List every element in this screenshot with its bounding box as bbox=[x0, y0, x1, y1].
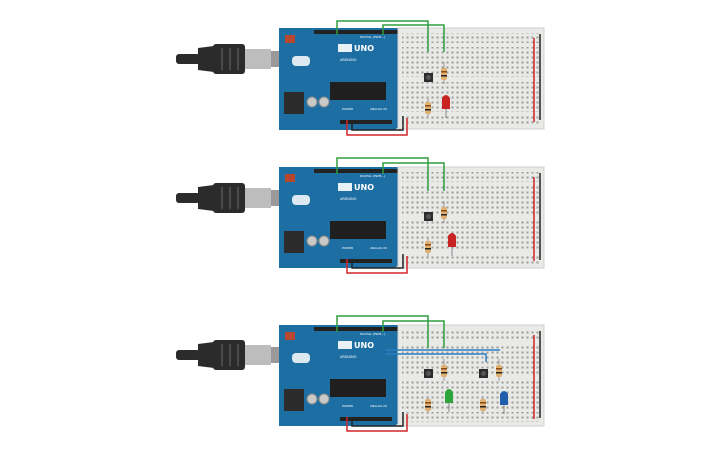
header-power-label: POWER bbox=[342, 107, 353, 111]
breadboard[interactable] bbox=[397, 27, 545, 130]
header-power-label: POWER bbox=[342, 246, 353, 250]
header-analog-label: ANALOG IN bbox=[370, 107, 387, 111]
wires bbox=[336, 315, 541, 432]
board-model: UNO bbox=[354, 44, 374, 53]
usb-cable bbox=[176, 183, 279, 213]
led-red[interactable] bbox=[448, 233, 456, 256]
arduino-board[interactable]: UNO ARDUINO DIGITAL (PWM~) POWER ANALOG … bbox=[279, 28, 402, 130]
header-analog-label: ANALOG IN bbox=[370, 246, 387, 250]
header-digital-label: DIGITAL (PWM~) bbox=[360, 174, 385, 178]
board-model: UNO bbox=[354, 183, 374, 192]
resistor bbox=[496, 359, 502, 381]
circuit-1: UNO ARDUINO DIGITAL (PWM~) POWER ANALOG … bbox=[176, 20, 545, 136]
wires bbox=[336, 20, 541, 136]
breadboard[interactable] bbox=[397, 166, 545, 269]
resistor bbox=[441, 359, 447, 381]
resistor bbox=[480, 396, 486, 414]
usb-cable bbox=[176, 44, 279, 74]
circuit-2: UNO ARDUINO DIGITAL (PWM~) POWER ANALOG … bbox=[176, 157, 545, 274]
resistor bbox=[441, 62, 447, 84]
resistor bbox=[441, 201, 447, 223]
breadboard[interactable] bbox=[397, 324, 545, 427]
resistor bbox=[425, 396, 431, 414]
resistor bbox=[425, 237, 431, 257]
arduino-board[interactable]: UNO ARDUINO DIGITAL (PWM~) POWER ANALOG … bbox=[279, 167, 402, 268]
header-digital-label: DIGITAL (PWM~) bbox=[360, 332, 385, 336]
led-green[interactable] bbox=[445, 389, 453, 412]
board-brand: ARDUINO bbox=[340, 58, 357, 62]
pushbutton[interactable] bbox=[424, 369, 433, 378]
arduino-board[interactable]: UNO ARDUINO DIGITAL (PWM~) POWER ANALOG … bbox=[279, 325, 402, 426]
board-brand: ARDUINO bbox=[340, 355, 357, 359]
usb-cable bbox=[176, 340, 279, 370]
board-brand: ARDUINO bbox=[340, 197, 357, 201]
circuit-3: UNO ARDUINO DIGITAL (PWM~) POWER ANALOG … bbox=[176, 315, 545, 432]
header-digital-label: DIGITAL (PWM~) bbox=[360, 35, 385, 39]
pushbutton[interactable] bbox=[424, 212, 433, 221]
wires bbox=[336, 157, 541, 274]
header-power-label: POWER bbox=[342, 404, 353, 408]
resistor bbox=[425, 98, 431, 118]
board-model: UNO bbox=[354, 341, 374, 350]
led-blue[interactable] bbox=[500, 391, 508, 414]
pushbutton[interactable] bbox=[479, 369, 488, 378]
pushbutton[interactable] bbox=[424, 73, 433, 82]
led-red[interactable] bbox=[442, 95, 450, 118]
header-analog-label: ANALOG IN bbox=[370, 404, 387, 408]
